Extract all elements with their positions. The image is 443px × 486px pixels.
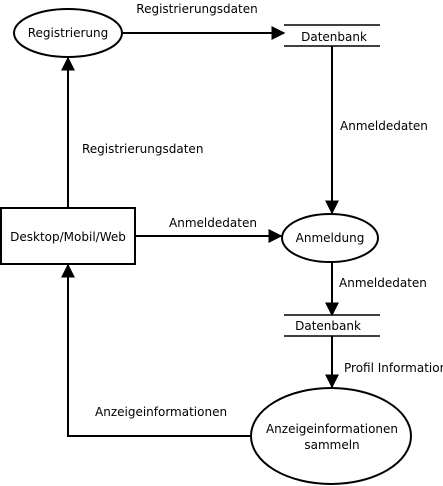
sammeln-label-line2: sammeln bbox=[304, 438, 359, 452]
edge-label-reg-to-db: Registrierungsdaten bbox=[136, 2, 257, 16]
edge-label-db-to-sammeln: Profil Information bbox=[344, 361, 443, 375]
sammeln-process bbox=[250, 387, 412, 485]
edge-label-sammeln-to-client: Anzeigeinformationen bbox=[95, 405, 227, 419]
registrierung-label: Registrierung bbox=[28, 26, 109, 40]
edge-label-anmeldung-to-db: Anmeldedaten bbox=[339, 276, 427, 290]
edge-label-client-to-reg: Registrierungsdaten bbox=[82, 142, 203, 156]
sammeln-label-line1: Anzeigeinformationen bbox=[266, 422, 398, 436]
client-entity bbox=[0, 207, 136, 265]
datenbank-mid-label: Datenbank bbox=[295, 319, 361, 333]
datenbank-top-label: Datenbank bbox=[301, 30, 367, 44]
edge-label-db-to-anmeldung: Anmeldedaten bbox=[340, 119, 428, 133]
anmeldung-label: Anmeldung bbox=[296, 231, 365, 245]
edge-sammeln-to-client bbox=[61, 263, 251, 437]
edge-label-client-to-anmeldung: Anmeldedaten bbox=[169, 216, 257, 230]
client-label: Desktop/Mobil/Web bbox=[10, 230, 126, 244]
